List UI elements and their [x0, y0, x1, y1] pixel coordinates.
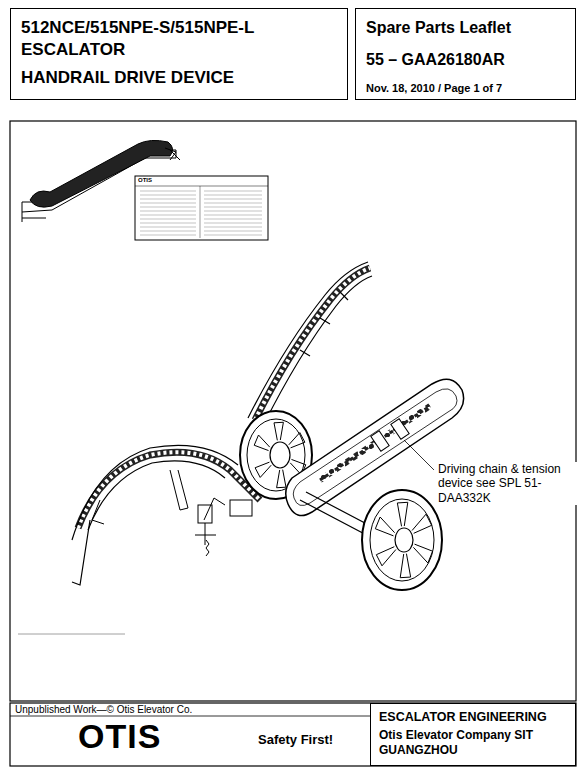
node-text: ESCALATOR ENGINEERING	[379, 710, 567, 726]
node-text: 512NCE/515NPE-S/515NPE-L ESCALATOR	[21, 17, 337, 61]
drive-wheel	[362, 490, 442, 590]
title-box: 512NCE/515NPE-S/515NPE-L ESCALATOR HANDRA…	[10, 8, 348, 100]
node-text: Otis Elevator Company SIT GUANGZHOU	[379, 728, 567, 759]
handrail-drive	[72, 262, 372, 585]
node-text: Nov. 18, 2010 / Page 1 of 7	[366, 81, 565, 95]
company-logo: OTIS	[78, 718, 178, 755]
node-text: Spare Parts Leaflet	[366, 17, 565, 39]
leaflet-box: Spare Parts Leaflet 55 – GAA26180AR Nov. 1…	[355, 8, 576, 100]
safety-slogan: Safety First!	[258, 732, 358, 748]
drawing-frame	[10, 121, 576, 701]
data-plate	[135, 176, 268, 240]
footer-frame	[10, 703, 576, 766]
node-text: HANDRAIL DRIVE DEVICE	[21, 67, 337, 89]
leader-line	[404, 440, 434, 470]
copyright-note: Unpublished Work—© Otis Elevator Co.	[15, 704, 275, 715]
callout-note: Driving chain & tension device see SPL 5…	[438, 462, 578, 505]
engineering-box: ESCALATOR ENGINEERING Otis Elevator Compa…	[370, 703, 576, 766]
node-text: 55 – GAA26180AR	[366, 49, 565, 71]
plate-logo: OTIS	[138, 177, 168, 183]
